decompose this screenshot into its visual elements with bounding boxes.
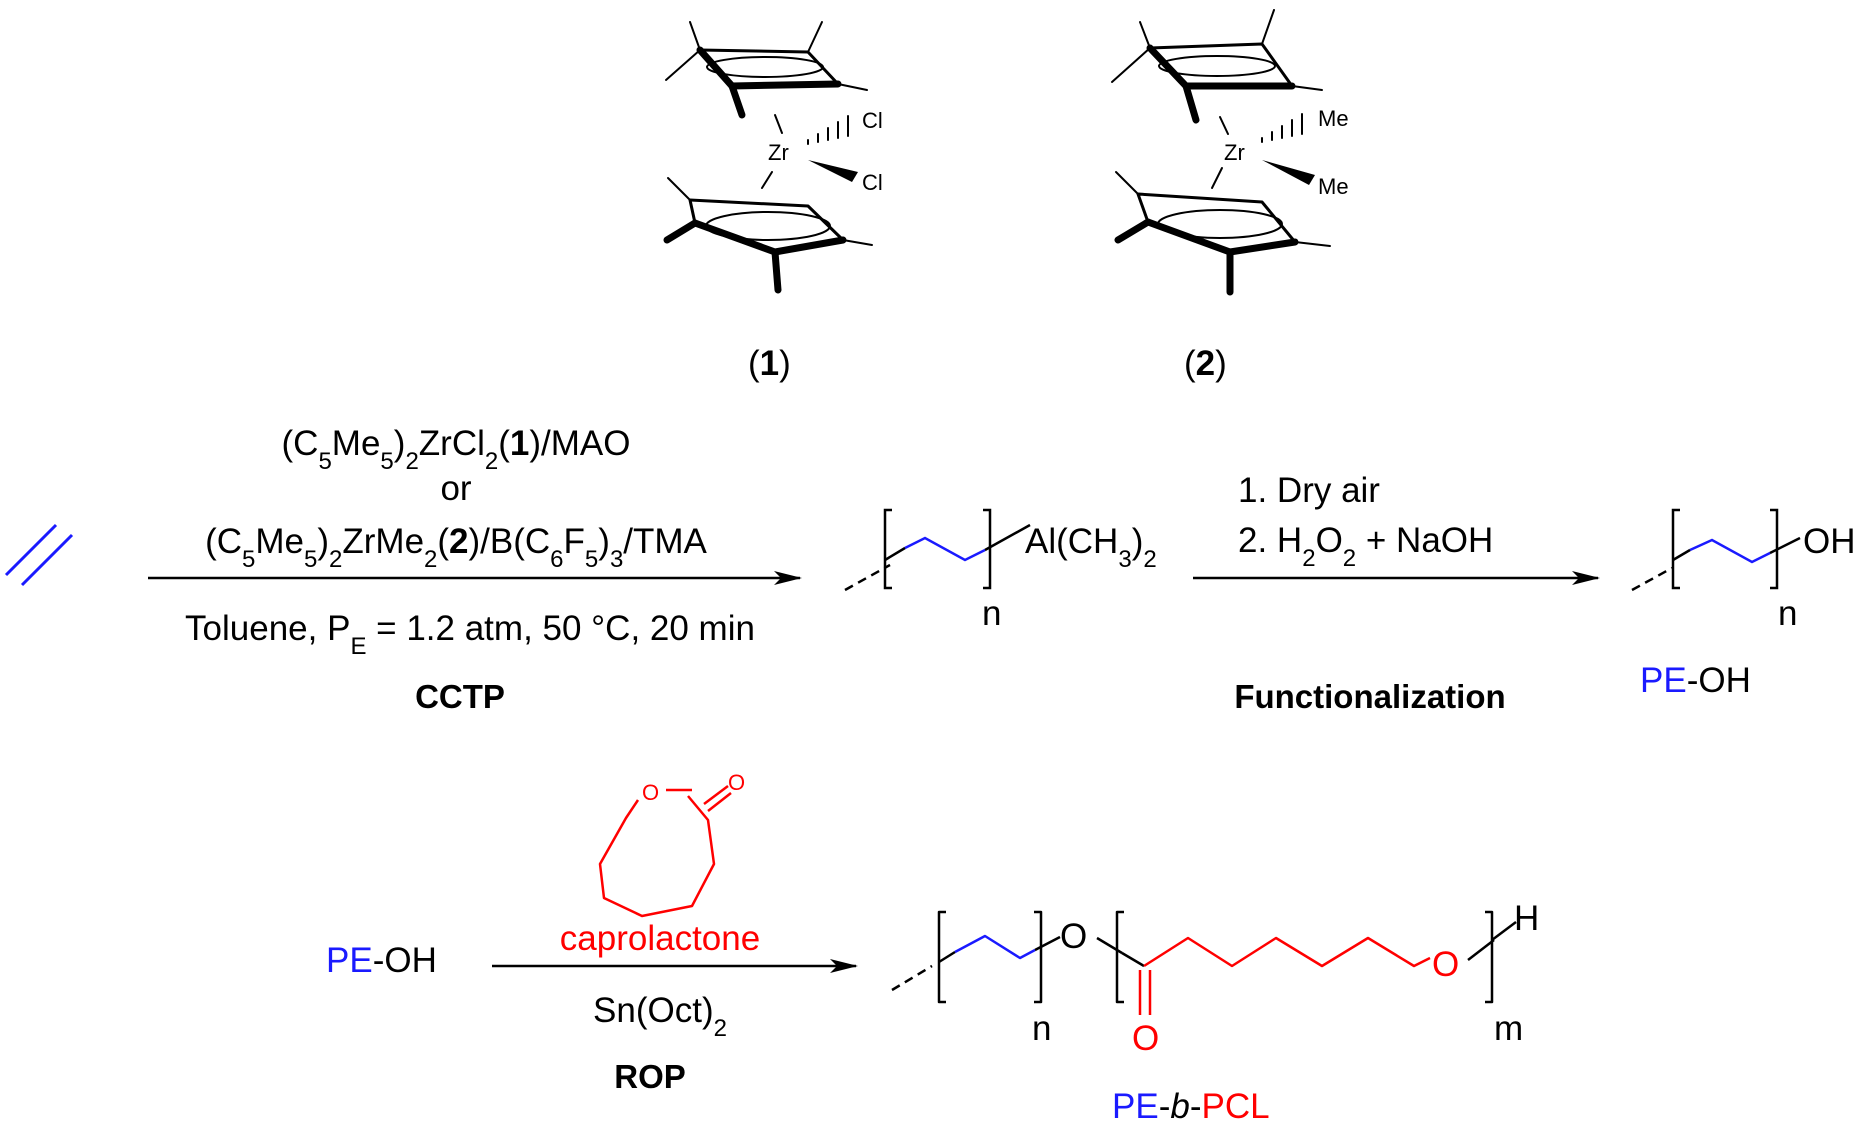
- rop-start-pe: PE: [326, 941, 373, 980]
- step2-reagent-2: 2. H2O2 + NaOH: [1238, 521, 1493, 572]
- caprolactone-structure: [598, 785, 732, 918]
- pe-oh-structure: [1631, 508, 1801, 592]
- step1-name: CCTP: [415, 678, 505, 715]
- cat2-ligand-b: Me: [1318, 174, 1349, 199]
- pe-oh-end-group: OH: [1803, 522, 1856, 561]
- cat1-number: 1: [760, 344, 779, 383]
- rop-start-rest: -OH: [373, 941, 437, 980]
- cat1-ligand-a: Cl: [862, 108, 883, 133]
- cat2-number: 2: [1196, 344, 1215, 383]
- ethylene-structure: [4, 523, 74, 587]
- step1-reagent-1: (C5Me5)2ZrCl2(1)/MAO: [282, 424, 631, 475]
- pe-oh-repeat: n: [1778, 594, 1797, 633]
- pcl-link-o: O: [1060, 917, 1087, 956]
- rop-catalyst: Sn(Oct)2: [593, 991, 727, 1042]
- caprolactone-carbonyl-o: O: [728, 770, 745, 795]
- pcl-repeat-n: n: [1032, 1009, 1051, 1048]
- cat1-ligand-b: Cl: [862, 170, 883, 195]
- pe-b-pcl-label: PE-b-PCL: [1112, 1087, 1270, 1125]
- cat2-label: (2): [1184, 344, 1227, 383]
- cat2-metal: Zr: [1224, 140, 1245, 165]
- pcl-h-end: H: [1514, 899, 1539, 938]
- cat2-ligand-a: Me: [1318, 106, 1349, 131]
- pcl-repeat-m: m: [1494, 1009, 1523, 1048]
- step1-or: or: [440, 469, 471, 508]
- pe-b-pcl-label-pe: PE: [1112, 1087, 1159, 1125]
- pe-al-structure: [844, 508, 1031, 592]
- catalyst-1-structure: [663, 21, 873, 294]
- pe-b-pcl-structure: [891, 910, 1517, 1015]
- step1-conditions: Toluene, PE = 1.2 atm, 50 °C, 20 min: [185, 609, 755, 660]
- rop-monomer: caprolactone: [560, 919, 760, 958]
- step2-name: Functionalization: [1234, 678, 1505, 715]
- pcl-chain-o: O: [1432, 945, 1459, 984]
- pe-b-pcl-label-b: b: [1170, 1087, 1189, 1125]
- rop-start-label: PE-OH: [326, 941, 437, 980]
- pe-oh-label-pe: PE: [1640, 661, 1687, 700]
- step3-name: ROP: [614, 1058, 686, 1095]
- step1-reagent-2: (C5Me5)2ZrMe2(2)/B(C6F5)3/TMA: [205, 522, 707, 573]
- pcl-carbonyl-o: O: [1132, 1019, 1159, 1058]
- step2-reagent-1: 1. Dry air: [1238, 471, 1380, 510]
- cat1-metal: Zr: [768, 140, 789, 165]
- pe-b-pcl-label-pcl: PCL: [1201, 1087, 1269, 1125]
- pe-al-end-group: Al(CH3)2: [1025, 522, 1157, 573]
- catalyst-2-structure: [1111, 9, 1331, 296]
- cat1-label: (1): [748, 344, 791, 383]
- pe-oh-label: PE-OH: [1640, 661, 1751, 700]
- caprolactone-ring-o: O: [642, 780, 659, 805]
- pe-al-repeat: n: [982, 594, 1001, 633]
- pe-oh-label-rest: -OH: [1687, 661, 1751, 700]
